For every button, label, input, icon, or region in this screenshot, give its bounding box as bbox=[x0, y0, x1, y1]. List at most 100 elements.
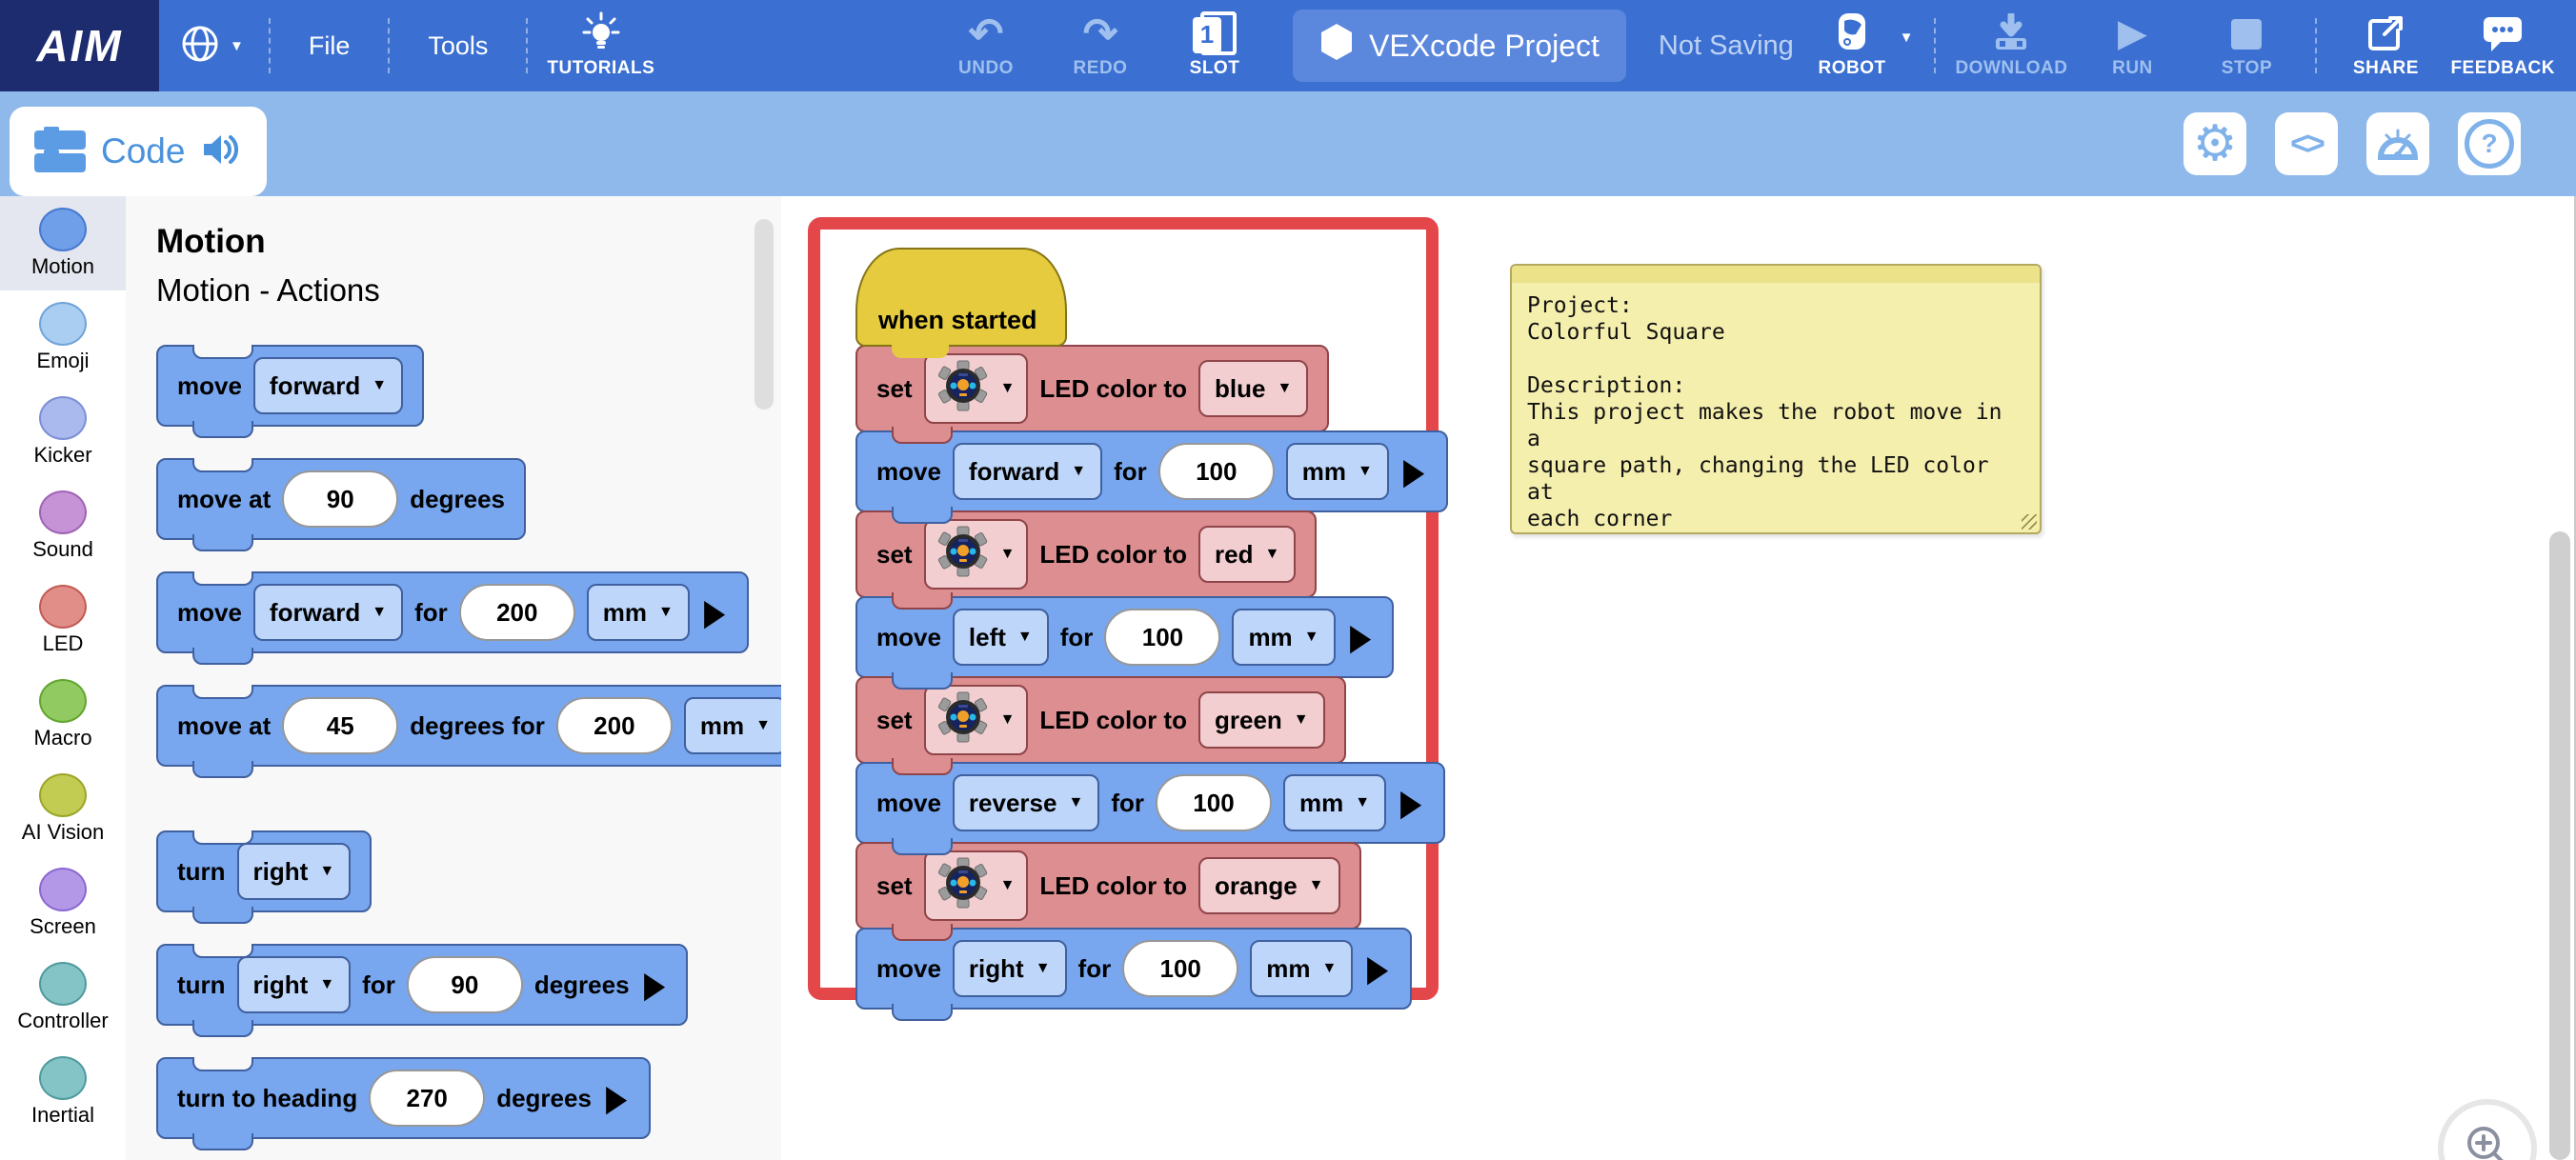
expand-arrow-icon[interactable]: ▶ bbox=[1367, 949, 1388, 988]
sidebar-item-screen[interactable]: Screen bbox=[0, 856, 126, 950]
expand-arrow-icon[interactable]: ▶ bbox=[644, 965, 664, 1004]
block-dropdown[interactable]: orange▼ bbox=[1197, 857, 1340, 914]
menu-tools[interactable]: Tools bbox=[428, 30, 489, 60]
block-dropdown[interactable]: mm▼ bbox=[586, 584, 690, 641]
expand-arrow-icon[interactable]: ▶ bbox=[704, 592, 725, 631]
block-dropdown[interactable]: mm▼ bbox=[1250, 940, 1354, 997]
block-dropdown[interactable]: right▼ bbox=[952, 940, 1067, 997]
category-color-dot bbox=[39, 868, 87, 911]
block-number-input[interactable]: 90 bbox=[406, 956, 523, 1013]
block-dropdown[interactable]: blue▼ bbox=[1197, 360, 1309, 417]
redo-button[interactable]: ↷ REDO bbox=[1073, 10, 1128, 78]
menubar-center-group: ↶ UNDO ↷ REDO 1 SLOT VEXcode Project Not… bbox=[929, 0, 1794, 91]
block-dropdown[interactable]: right▼ bbox=[236, 843, 352, 900]
code-view-button[interactable]: <> bbox=[2275, 112, 2338, 175]
block-dropdown[interactable]: forward▼ bbox=[252, 584, 404, 641]
download-button[interactable]: DOWNLOAD bbox=[1947, 12, 2075, 79]
palette-scrollbar[interactable] bbox=[755, 219, 774, 410]
sidebar-item-ai-vision[interactable]: AI Vision bbox=[0, 762, 126, 856]
sidebar-item-emoji[interactable]: Emoji bbox=[0, 290, 126, 385]
sidebar-item-motion[interactable]: Motion bbox=[0, 196, 126, 290]
menu-file[interactable]: File bbox=[308, 30, 351, 60]
speaker-icon[interactable] bbox=[200, 130, 242, 173]
sidebar-item-sound[interactable]: Sound bbox=[0, 479, 126, 573]
expand-arrow-icon[interactable]: ▶ bbox=[1349, 617, 1370, 656]
share-button[interactable]: SHARE bbox=[2328, 13, 2443, 79]
robot-button[interactable]: ROBOT ▼ bbox=[1808, 12, 1922, 79]
block-number-input[interactable]: 200 bbox=[555, 697, 673, 754]
block-dropdown[interactable]: red▼ bbox=[1197, 526, 1297, 583]
sidebar-item-led[interactable]: LED bbox=[0, 573, 126, 668]
block-dropdown[interactable]: green▼ bbox=[1197, 691, 1325, 749]
note-resize-handle[interactable] bbox=[2022, 514, 2037, 530]
robot-selector-dropdown[interactable]: ▼ bbox=[923, 850, 1029, 921]
settings-button[interactable]: ⚙ bbox=[2184, 112, 2246, 175]
block-number-input[interactable]: 45 bbox=[282, 697, 399, 754]
undo-button[interactable]: ↶ UNDO bbox=[958, 10, 1014, 78]
aim-logo[interactable]: AIM bbox=[0, 0, 159, 91]
when-started-hat-block[interactable]: when started bbox=[855, 248, 1067, 358]
block-number-input[interactable]: 100 bbox=[1122, 940, 1239, 997]
zoom-in-button[interactable] bbox=[2438, 1099, 2537, 1160]
block-dropdown[interactable]: mm▼ bbox=[1232, 609, 1336, 666]
feedback-button[interactable]: FEEDBACK bbox=[2443, 13, 2563, 79]
block-notch bbox=[192, 648, 253, 665]
block-dropdown[interactable]: reverse▼ bbox=[952, 774, 1100, 831]
sidebar-item-macro[interactable]: Macro bbox=[0, 668, 126, 762]
monitor-button[interactable] bbox=[2366, 112, 2429, 175]
block-dropdown[interactable]: mm▼ bbox=[1285, 443, 1389, 500]
block-number-input[interactable]: 100 bbox=[1155, 774, 1272, 831]
sidebar-item-inertial[interactable]: Inertial bbox=[0, 1045, 126, 1139]
sidebar-item-label: Kicker bbox=[33, 443, 92, 467]
tutorials-button[interactable]: TUTORIALS bbox=[539, 11, 662, 79]
tab-code[interactable]: Code bbox=[10, 107, 268, 196]
block-dropdown[interactable]: right▼ bbox=[236, 956, 352, 1013]
help-button[interactable]: ? bbox=[2458, 112, 2521, 175]
block-dropdown[interactable]: forward▼ bbox=[252, 357, 404, 414]
expand-arrow-icon[interactable]: ▶ bbox=[606, 1078, 627, 1117]
robot-selector-dropdown[interactable]: ▼ bbox=[923, 519, 1029, 590]
robot-selector-dropdown[interactable]: ▼ bbox=[923, 353, 1029, 424]
sidebar-item-controller[interactable]: Controller bbox=[0, 950, 126, 1045]
note-text[interactable]: Project: Colorful Square Description: Th… bbox=[1527, 293, 2002, 531]
sidebar-item-kicker[interactable]: Kicker bbox=[0, 385, 126, 479]
expand-arrow-icon[interactable]: ▶ bbox=[1403, 451, 1424, 490]
block-dropdown[interactable]: left▼ bbox=[952, 609, 1049, 666]
block-number-input[interactable]: 100 bbox=[1104, 609, 1221, 666]
run-button[interactable]: ▶ RUN bbox=[2112, 11, 2153, 78]
block-dropdown[interactable]: mm▼ bbox=[683, 697, 787, 754]
block-number-input[interactable]: 200 bbox=[458, 584, 575, 641]
workspace-scrollbar[interactable] bbox=[2549, 531, 2570, 1160]
expand-arrow-icon[interactable]: ▶ bbox=[1400, 783, 1421, 822]
block-number-input[interactable]: 90 bbox=[282, 470, 399, 528]
project-note[interactable]: Project: Colorful Square Description: Th… bbox=[1510, 264, 2042, 534]
chevron-down-icon: ▼ bbox=[658, 604, 674, 620]
robot-selector-dropdown[interactable]: ▼ bbox=[923, 685, 1029, 755]
slot-button[interactable]: 1 SLOT bbox=[1157, 10, 1272, 79]
stop-button[interactable]: STOP bbox=[2189, 13, 2304, 79]
note-header[interactable] bbox=[1512, 266, 2040, 283]
block-dropdown[interactable]: mm▼ bbox=[1282, 774, 1387, 831]
block-number-input[interactable]: 270 bbox=[369, 1070, 486, 1127]
language-selector[interactable]: ▼ bbox=[167, 24, 257, 69]
project-name-button[interactable]: VEXcode Project bbox=[1293, 10, 1626, 82]
block-dropdown[interactable]: forward▼ bbox=[952, 443, 1103, 500]
block-number-input[interactable]: 100 bbox=[1157, 443, 1275, 500]
palette-title: Motion bbox=[156, 223, 266, 260]
